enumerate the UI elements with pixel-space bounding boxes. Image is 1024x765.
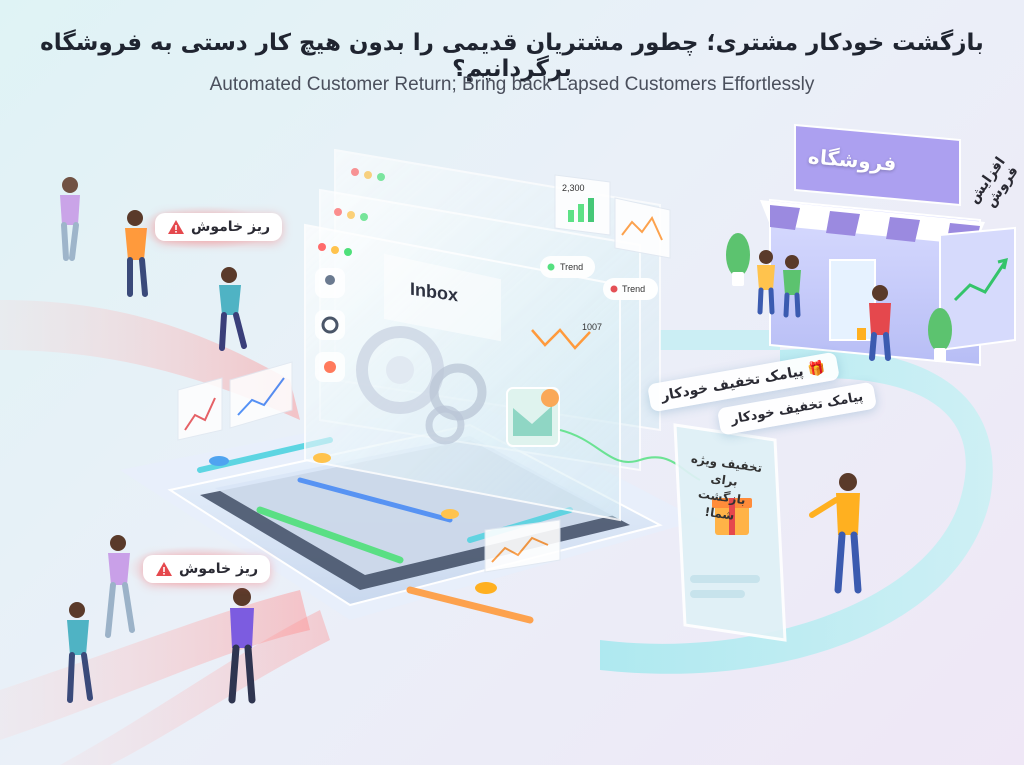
person: [809, 473, 862, 594]
return-path: [600, 348, 993, 674]
chart-card-bottom: [484, 519, 561, 573]
trend-card-1: [540, 256, 595, 278]
trend-label-1: Trend: [560, 262, 584, 272]
stat-card-line: [614, 197, 671, 259]
inbox-card: [384, 253, 501, 342]
gift-icon: 🎁: [806, 359, 827, 379]
neon-blue: [297, 477, 453, 523]
churn-label: ریز خاموش: [191, 219, 271, 235]
person: [228, 588, 256, 704]
neon-green: [256, 506, 404, 564]
stat-value-2: 1007: [582, 322, 603, 332]
stat-card-bars: [554, 174, 611, 236]
plant: [726, 233, 750, 286]
shop: [760, 123, 1016, 367]
person: [60, 177, 80, 261]
churn-label: ریز خاموش: [179, 561, 259, 577]
person: [105, 535, 135, 638]
person: [757, 250, 775, 315]
plant: [928, 308, 952, 362]
churn-warning-tag-bottom: ریز خاموش: [143, 555, 271, 583]
coin: [441, 509, 459, 519]
page-title: بازگشت خودکار مشتری؛ چطور مشتریان قدیمی …: [40, 30, 984, 82]
warning-icon: [167, 219, 185, 235]
phone: [673, 423, 787, 642]
trend-label-2: Trend: [622, 284, 646, 294]
chart-card-left-2: [229, 361, 293, 429]
trend-card-2: [603, 278, 658, 300]
churn-warning-tag-top: ریز خاموش: [155, 213, 283, 241]
person: [67, 602, 93, 703]
phone-message: تخفیف ویژه برای بازگشت شما!: [679, 450, 768, 528]
page-subtitle: Automated Customer Return; Bring back La…: [209, 74, 815, 95]
neon-orange: [406, 586, 534, 624]
person: [783, 255, 801, 318]
warning-icon: [155, 561, 173, 577]
person: [857, 285, 891, 361]
coin: [475, 582, 497, 594]
coin: [209, 456, 229, 466]
coin: [313, 453, 331, 463]
return-path-top: [660, 330, 780, 350]
person: [219, 267, 247, 351]
churn-path-top: [0, 300, 300, 420]
dashboard-window-front: [304, 223, 621, 522]
stat-value: 2,300: [562, 183, 585, 193]
chart-card-left-1: [177, 377, 223, 441]
churn-path-bottom2: [60, 610, 330, 765]
